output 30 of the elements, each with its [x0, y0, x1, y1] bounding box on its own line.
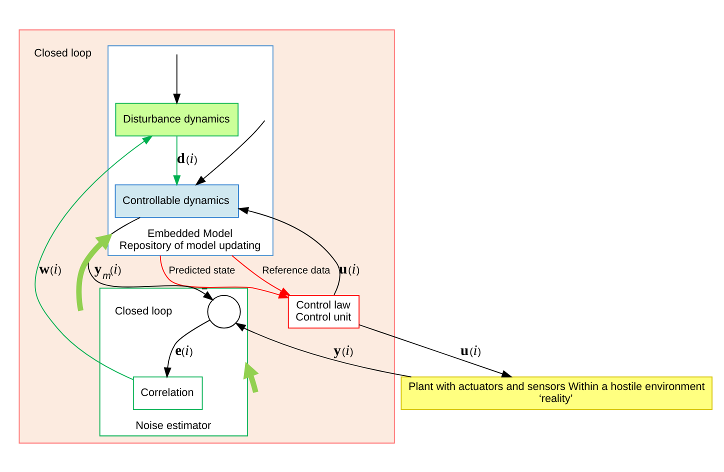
arrow — [358, 324, 513, 377]
arrow — [34, 134, 154, 380]
arrow — [88, 216, 214, 300]
arrow — [195, 120, 266, 186]
arrow — [238, 206, 340, 295]
edge-label: u(i) — [460, 342, 482, 359]
node-box: Disturbance dynamics — [115, 102, 239, 136]
node-box: Plant with actuators and sensors Within a hostile environment ‘reality’ — [400, 376, 712, 410]
node-box: Controllable dynamics — [114, 184, 239, 218]
edge-label: u(i) — [339, 260, 360, 277]
label: Closed loop — [114, 305, 172, 318]
arrow — [234, 322, 412, 377]
cluster — [18, 28, 395, 444]
edge-label: e(i) — [175, 342, 193, 359]
arrow — [173, 53, 181, 104]
node-circle — [207, 294, 241, 328]
node-box: Correlation — [132, 376, 203, 410]
edge-label: Reference data — [262, 264, 330, 276]
edge-label: w(i) — [39, 260, 62, 277]
edge-label: y$_{m}$(i) — [94, 260, 122, 282]
arrow — [164, 319, 210, 378]
arrow — [173, 135, 181, 186]
arrow — [76, 233, 112, 311]
label: Closed loop — [34, 46, 92, 59]
edge-label: y(i) — [334, 342, 354, 359]
arrow — [231, 254, 292, 296]
edge-label: Predicted state — [168, 264, 236, 276]
arrow — [243, 361, 259, 392]
edge-label: d(i) — [176, 150, 198, 166]
node-box: Control law Control unit — [288, 294, 360, 328]
